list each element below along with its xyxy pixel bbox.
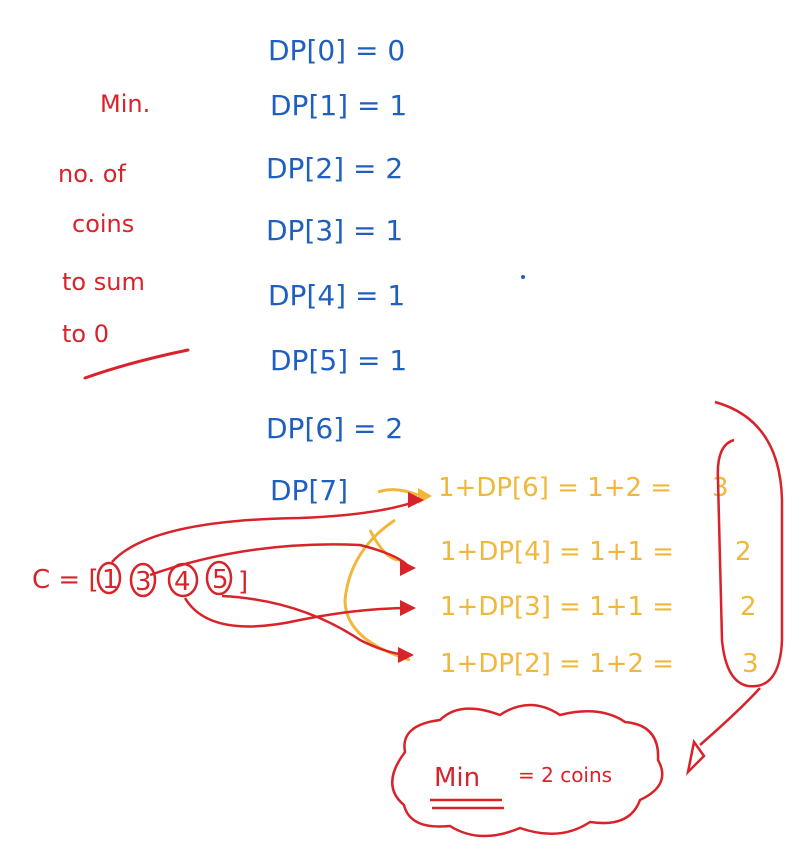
result-text: = 2 coins <box>518 763 612 787</box>
dp-row-3: DP[3] = 1 <box>266 214 403 247</box>
arrowhead-1 <box>408 492 424 508</box>
dp-row-7: DP[7] <box>270 474 348 507</box>
result-min-label: Min <box>434 763 480 793</box>
dp-table: DP[0] = 0 DP[1] = 1 DP[2] = 2 DP[3] = 1 … <box>266 34 407 507</box>
arrowhead-2 <box>400 560 416 576</box>
dp-row-0: DP[0] = 0 <box>268 34 405 67</box>
arrow-coin-3 <box>149 543 411 577</box>
coin-arrows <box>111 498 421 657</box>
results-bracket <box>714 400 784 688</box>
bracket-arrowhead <box>685 738 706 776</box>
result-cloud <box>391 703 664 838</box>
orange-loop-2 <box>368 529 401 562</box>
left-note-underline <box>83 348 190 380</box>
left-note: Min. no. of coins to sum to 0 <box>58 90 150 348</box>
dp-row-1: DP[1] = 1 <box>270 89 407 122</box>
candidate-expr-2: 1+DP[4] = 1+1 = <box>440 537 674 567</box>
candidate-expr-1: 1+DP[6] = 1+2 = <box>438 473 672 503</box>
candidate-expr-4: 1+DP[2] = 1+2 = <box>440 649 674 679</box>
bracket-to-result-arrow <box>699 687 761 746</box>
coin-4-circle <box>205 560 233 596</box>
dp-row-2: DP[2] = 2 <box>266 152 403 185</box>
candidates: 1+DP[6] = 1+2 = 3 1+DP[4] = 1+1 = 2 1+DP… <box>438 473 759 679</box>
left-note-line-3: coins <box>72 210 134 238</box>
arrowhead-3 <box>400 600 416 616</box>
coin-1-circle <box>96 561 122 595</box>
left-note-line-1: Min. <box>100 90 150 118</box>
coin-1: 1 <box>102 565 119 595</box>
coins-prefix: C = [ <box>32 565 99 595</box>
coin-3: 4 <box>174 567 191 597</box>
candidate-result-2: 2 <box>735 537 752 567</box>
candidate-result-1: 3 <box>712 473 729 503</box>
coin-2: 3 <box>135 567 152 597</box>
stray-dot <box>521 275 525 279</box>
candidate-result-4: 3 <box>742 649 759 679</box>
coin-2-circle <box>129 562 157 598</box>
arrowhead-4 <box>398 647 414 663</box>
left-note-line-5: to 0 <box>62 320 109 348</box>
left-note-line-2: no. of <box>58 160 126 188</box>
coins-suffix: ] <box>238 567 248 597</box>
dp-row-4: DP[4] = 1 <box>268 279 405 312</box>
coin-4: 5 <box>212 565 229 595</box>
arrow-coin-4b <box>221 594 411 657</box>
coin-arrowheads <box>398 492 424 663</box>
arrow-coin-4a <box>183 597 411 628</box>
arrow-coin-1 <box>111 498 421 563</box>
coins-array: C = [ 1 3 4 5 ] <box>32 565 248 597</box>
candidate-expr-3: 1+DP[3] = 1+1 = <box>440 592 674 622</box>
left-note-line-4: to sum <box>62 268 145 296</box>
dp7-orange-arrow <box>377 488 419 497</box>
candidate-result-3: 2 <box>740 592 757 622</box>
dp-row-6: DP[6] = 2 <box>266 412 403 445</box>
orange-loop-1 <box>343 518 411 662</box>
dp-row-5: DP[5] = 1 <box>270 344 407 377</box>
